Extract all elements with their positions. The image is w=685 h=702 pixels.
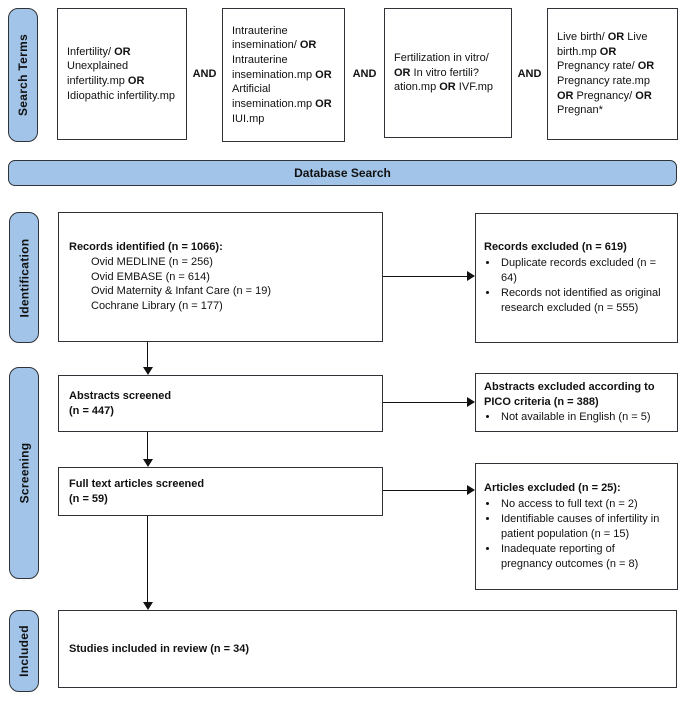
articles-excluded-reasons: No access to full text (n = 2)Identifiab… xyxy=(484,497,669,571)
arrow-fulltext-to-excluded-line xyxy=(383,490,467,491)
search-term-text: Live birth/ OR Live birth.mp OR Pregnanc… xyxy=(557,31,655,117)
database-search-bar-text: Database Search xyxy=(294,166,391,180)
fulltext-screened-title: Full text articles screened (n = 59) xyxy=(69,477,205,505)
arrow-records-to-abstracts-line xyxy=(147,342,148,367)
arrow-fulltext-to-excluded-head xyxy=(467,485,475,495)
arrow-abstracts-to-fulltext-head xyxy=(143,459,153,467)
arrow-fulltext-to-included-line xyxy=(147,516,148,602)
search-term-text: Fertilization in vitro/ OR In vitro fert… xyxy=(394,52,494,94)
arrow-records-to-abstracts-head xyxy=(143,367,153,375)
arrow-abstracts-to-fulltext-line xyxy=(147,432,148,459)
abstracts-screened-box: Abstracts screened (n = 447) xyxy=(58,375,383,432)
records-identified-title: Records identified (n = 1066): xyxy=(69,240,223,253)
stage-label-identification: Identification xyxy=(9,212,39,343)
abstracts-screened-title: Abstracts screened (n = 447) xyxy=(69,389,172,417)
stage-label-screening-text: Screening xyxy=(17,442,32,504)
studies-included-box: Studies included in review (n = 34) xyxy=(58,610,677,688)
database-search-bar: Database Search xyxy=(8,160,677,186)
stage-label-included-text: Included xyxy=(17,625,31,677)
search-term-text: Intrauterine insemination/ OR Intrauteri… xyxy=(232,24,332,125)
arrow-abstracts-to-excluded-line xyxy=(383,402,467,403)
search-term-box-infertility: Infertility/ OR Unexplained infertility.… xyxy=(57,8,187,140)
fulltext-screened-box: Full text articles screened (n = 59) xyxy=(58,467,383,516)
stage-label-included: Included xyxy=(9,610,39,692)
records-identified-sources: Ovid MEDLINE (n = 256)Ovid EMBASE (n = 6… xyxy=(91,255,272,313)
stage-label-search-terms: Search Terms xyxy=(8,8,38,142)
stage-label-screening: Screening xyxy=(9,367,39,579)
records-excluded-title: Records excluded (n = 619) xyxy=(484,241,627,254)
search-term-box-insemination: Intrauterine insemination/ OR Intrauteri… xyxy=(222,8,345,142)
stage-label-identification-text: Identification xyxy=(17,238,31,317)
records-excluded-reasons: Duplicate records excluded (n = 64)Recor… xyxy=(484,256,669,315)
abstracts-excluded-box: Abstracts excluded according to PICO cri… xyxy=(475,373,678,432)
search-term-box-ivf: Fertilization in vitro/ OR In vitro fert… xyxy=(384,8,512,138)
search-term-box-outcomes: Live birth/ OR Live birth.mp OR Pregnanc… xyxy=(547,8,678,140)
arrow-abstracts-to-excluded-head xyxy=(467,397,475,407)
search-term-text: Infertility/ OR Unexplained infertility.… xyxy=(67,45,176,102)
arrow-records-to-excluded-head xyxy=(467,271,475,281)
and-operator-1: AND xyxy=(192,68,217,80)
studies-included-title: Studies included in review (n = 34) xyxy=(69,642,250,655)
records-identified-box: Records identified (n = 1066): Ovid MEDL… xyxy=(58,212,383,342)
records-excluded-box: Records excluded (n = 619) Duplicate rec… xyxy=(475,213,678,343)
stage-label-search-terms-text: Search Terms xyxy=(16,33,30,117)
and-operator-3: AND xyxy=(517,68,542,80)
arrow-records-to-excluded-line xyxy=(383,276,467,277)
articles-excluded-title: Articles excluded (n = 25): xyxy=(484,482,621,495)
articles-excluded-box: Articles excluded (n = 25): No access to… xyxy=(475,463,678,590)
abstracts-excluded-reasons: Not available in English (n = 5) xyxy=(484,410,669,425)
arrow-fulltext-to-included-head xyxy=(143,602,153,610)
and-operator-2: AND xyxy=(352,68,377,80)
abstracts-excluded-title: Abstracts excluded according to PICO cri… xyxy=(484,380,655,408)
